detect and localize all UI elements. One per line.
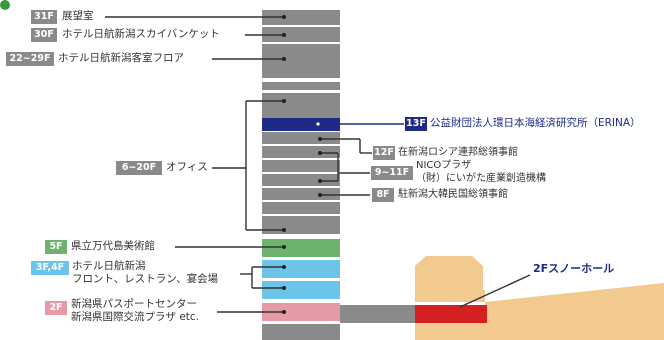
badge-13f: 13F bbox=[405, 117, 427, 131]
label-snow-hall: 2Fスノーホール bbox=[533, 262, 615, 275]
label-2f-line2: 新潟県国際交流プラザ etc. bbox=[71, 311, 200, 323]
tower bbox=[262, 10, 415, 340]
label-22-29f: ホテル日航新潟客室フロア bbox=[58, 52, 184, 64]
label-9-11f-line1: NICOプラザ bbox=[416, 160, 472, 171]
snow-hall-building bbox=[415, 256, 664, 340]
label-3f-4f-line1: ホテル日航新潟 bbox=[72, 260, 146, 272]
floor-30 bbox=[262, 27, 340, 42]
label-13f: 公益財団法人環日本海経済研究所（ERINA） bbox=[430, 117, 641, 129]
floor-1 bbox=[262, 324, 340, 340]
floor-20 bbox=[262, 93, 340, 118]
floor-31 bbox=[262, 10, 340, 25]
floor-12 bbox=[262, 132, 340, 144]
floor-2-pink bbox=[262, 303, 340, 321]
leader-dot-13f bbox=[316, 122, 320, 126]
label-9-11f-line2: （財）にいがた産業創造機構 bbox=[416, 173, 546, 184]
floor-10 bbox=[262, 160, 340, 172]
floor-6 bbox=[262, 216, 340, 234]
badge-12f: 12F bbox=[373, 146, 395, 160]
label-6-20f: オフィス bbox=[166, 161, 208, 173]
corner-dot-icon bbox=[0, 0, 10, 10]
label-12f: 在新潟ロシア連邦総領事館 bbox=[398, 147, 518, 158]
label-2f-line1: 新潟県パスポートセンター bbox=[71, 298, 197, 310]
badge-5f: 5F bbox=[45, 240, 67, 254]
snow-hall-red bbox=[415, 305, 487, 323]
leader-dots bbox=[282, 15, 322, 314]
badge-6-20f: 6~20F bbox=[116, 161, 162, 175]
low-block-gray bbox=[340, 305, 415, 323]
label-3f-4f-line2: フロント、レストラン、宴会場 bbox=[72, 273, 219, 285]
label-8f: 駐新潟大韓民国総領事館 bbox=[398, 189, 508, 200]
floor-3-blue bbox=[262, 281, 340, 299]
floor-11 bbox=[262, 146, 340, 158]
floor-9 bbox=[262, 174, 340, 186]
label-5f: 県立万代島美術館 bbox=[71, 240, 155, 252]
badge-22-29f: 22~29F bbox=[6, 52, 54, 66]
floor-8 bbox=[262, 188, 340, 200]
floor-4-blue bbox=[262, 260, 340, 278]
badge-9-11f: 9~11F bbox=[371, 166, 413, 180]
label-30f: ホテル日航新潟スカイバンケット bbox=[62, 28, 220, 40]
badge-31f: 31F bbox=[31, 10, 57, 24]
floor-7 bbox=[262, 202, 340, 214]
floor-22-29 bbox=[262, 44, 340, 78]
leader-lines bbox=[105, 16, 531, 313]
badge-2f: 2F bbox=[45, 301, 67, 315]
floor-5-green bbox=[262, 239, 340, 257]
badge-8f: 8F bbox=[372, 188, 394, 202]
badge-30f: 30F bbox=[31, 28, 57, 42]
badge-3f-4f: 3F,4F bbox=[31, 261, 69, 275]
floor-gap-1 bbox=[262, 82, 340, 90]
label-31f: 展望室 bbox=[62, 10, 94, 22]
floor-13-highlight bbox=[262, 118, 340, 131]
